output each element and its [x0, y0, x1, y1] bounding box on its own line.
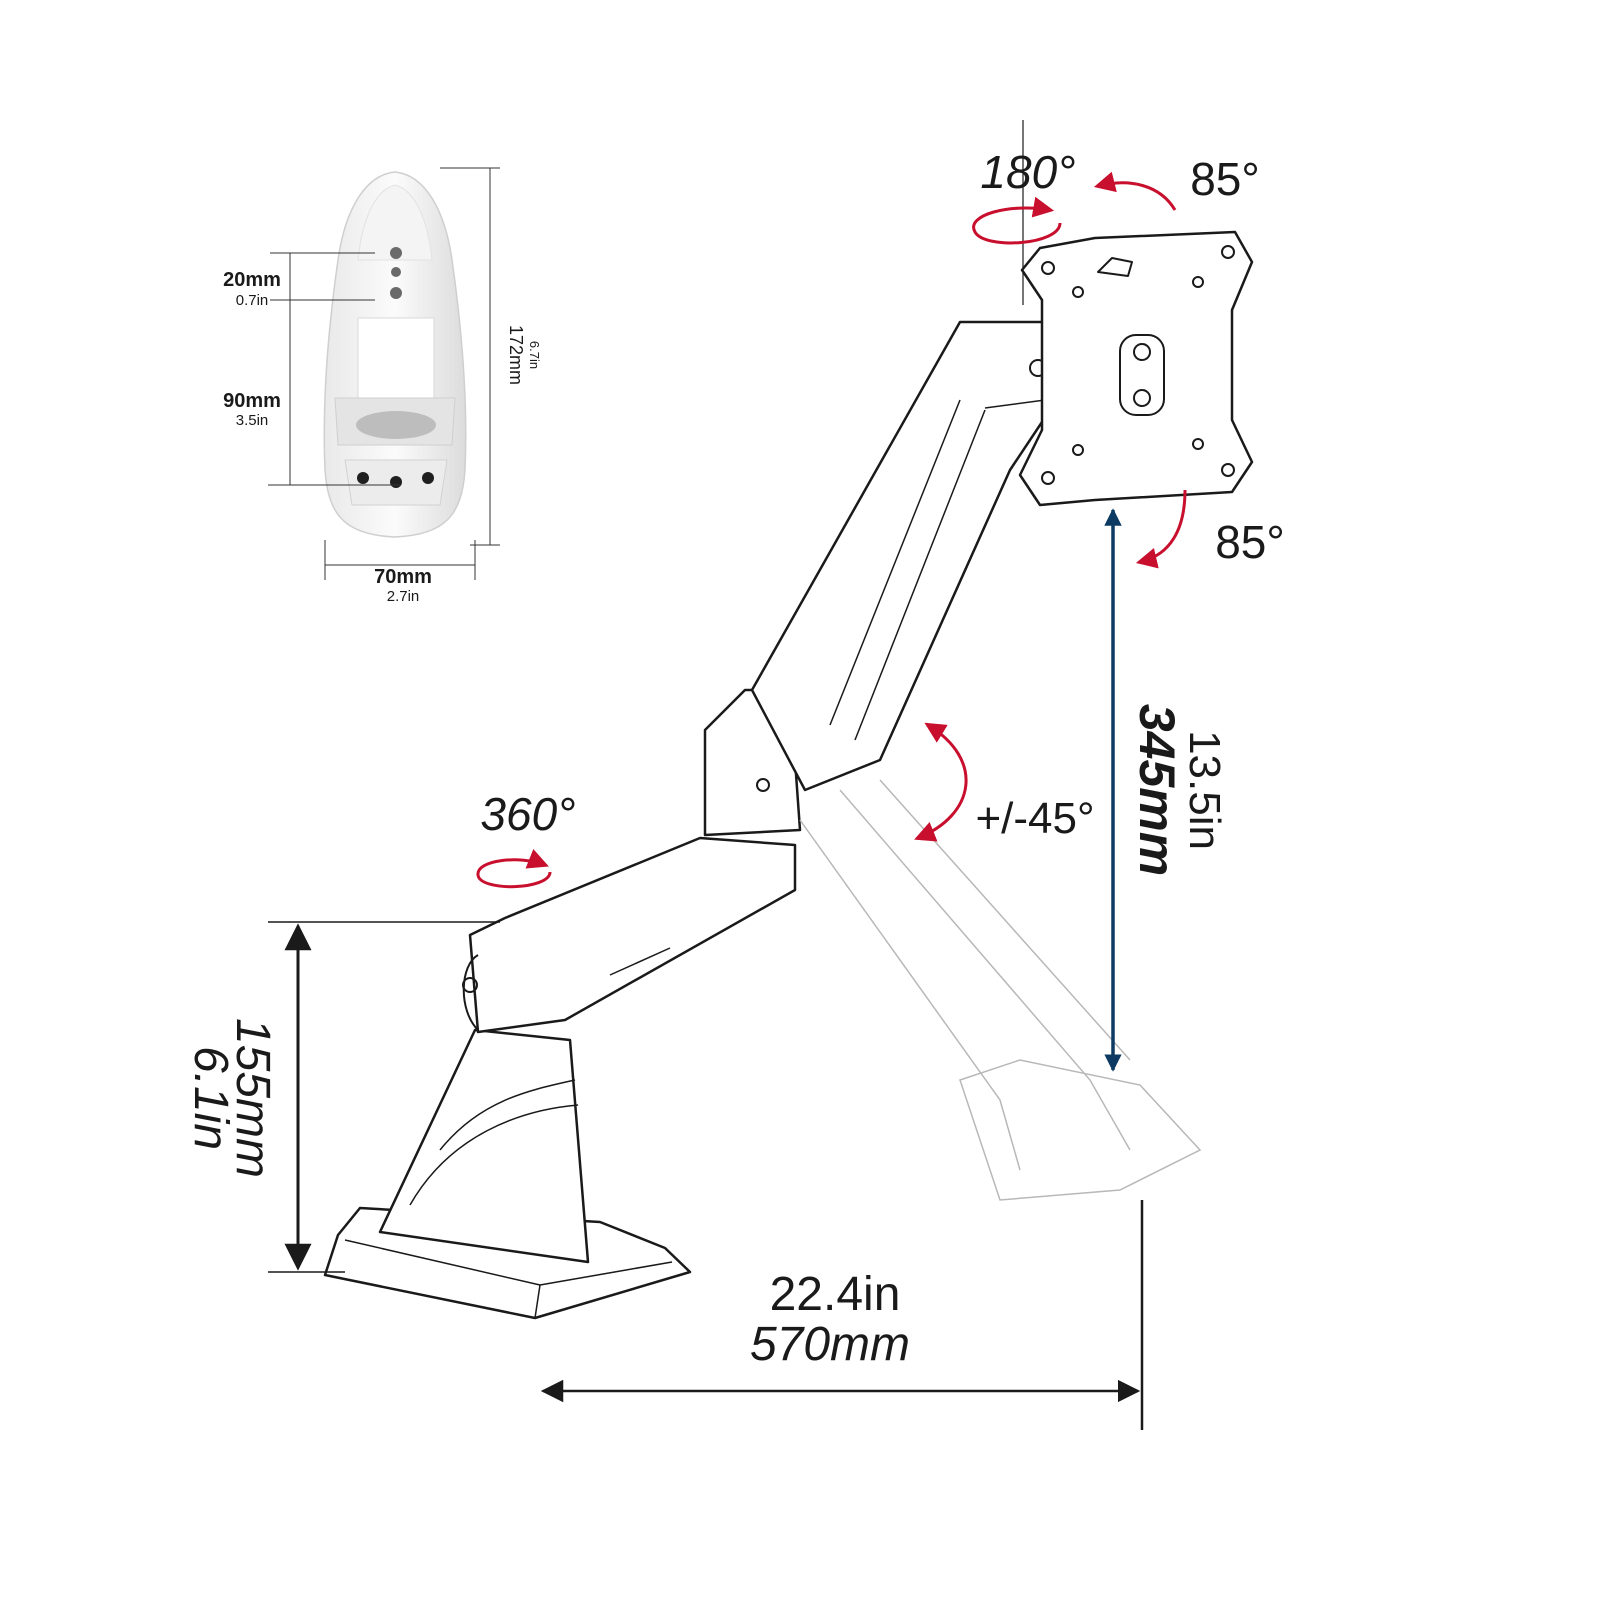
lower-arm	[468, 836, 797, 1034]
swivel-180-arrow	[972, 196, 1062, 245]
tilt-down-85-label: 85°	[1215, 516, 1285, 568]
swivel-360-label: 360°	[480, 788, 575, 840]
reach-dimension	[540, 1200, 1144, 1430]
base-6-1in-label: 6.1in	[184, 1046, 237, 1150]
base-155mm-label: 155mm	[226, 1018, 279, 1178]
base-height-dimension	[268, 921, 500, 1273]
upper-arm	[750, 320, 1062, 792]
forearm-45-arrow	[914, 722, 968, 842]
insert-90mm-label: 90mm	[223, 390, 281, 412]
vesa-plate	[1018, 230, 1254, 507]
clamp-insert: 20mm 0.7in 90mm 3.5in 70mm 2.7in 172mm 6…	[223, 167, 542, 605]
tilt-up-85-arrow	[1093, 171, 1177, 211]
insert-6-7in-label: 6.7in	[527, 341, 542, 369]
insert-3-5in-label: 3.5in	[236, 412, 269, 429]
insert-2-7in-label: 2.7in	[387, 588, 420, 605]
base-column	[378, 1028, 590, 1264]
insert-70mm-label: 70mm	[374, 566, 432, 588]
tilt-up-85-label: 85°	[1190, 153, 1260, 205]
tilt-down-85-arrow	[1135, 489, 1187, 569]
ghost-arm-position	[799, 779, 1202, 1201]
rotation-arrows	[476, 171, 1187, 889]
reach-570mm-label: 570mm	[750, 1318, 910, 1371]
insert-172mm-label: 172mm	[506, 325, 526, 385]
height-13-5in-label: 13.5in	[1180, 730, 1229, 850]
height-345mm-label: 345mm	[1129, 704, 1185, 876]
insert-0-7in-label: 0.7in	[236, 292, 269, 309]
swivel-360-arrow	[476, 849, 552, 889]
swivel-180-label: 180°	[980, 146, 1075, 198]
insert-20mm-label: 20mm	[223, 269, 281, 291]
monitor-arm	[323, 230, 1254, 1320]
forearm-45-label: +/-45°	[975, 794, 1094, 843]
reach-22-4in-label: 22.4in	[770, 1268, 901, 1321]
